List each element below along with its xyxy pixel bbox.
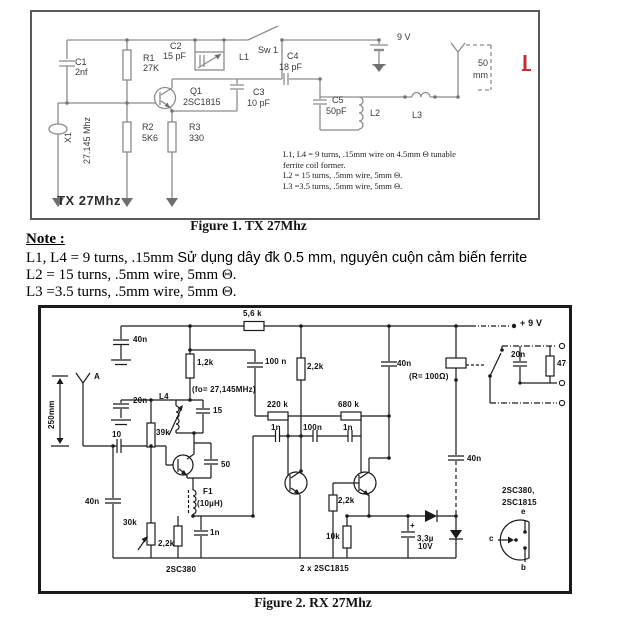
label-c-20n-b: 20n [511, 350, 526, 359]
label-transistors-2x2sc1815: 2 x 2SC1815 [300, 564, 349, 573]
label-c-40n-d: 40n [467, 454, 482, 463]
note-line-1: L1, L4 = 9 turns, .15mm Sử dụng dây đk 0… [26, 250, 527, 267]
coil-note-line: ferrite coil former. [283, 159, 346, 170]
figure1-tx-box: C1 2nf R1 27K C2 15 pF L1 Sw 1 C4 18 pF … [30, 10, 540, 220]
coil-note-line: L1, L4 = 9 turns, .15mm wire on 4.5mm Θ … [283, 149, 456, 159]
label-x1-value: 27.145 Mhz [82, 116, 92, 164]
label-r-47: 47 [557, 359, 567, 368]
note-line-2: L2 = 15 turns, .5mm wire, 5mm Θ. [26, 267, 237, 283]
label-c-1n-c: 1n [210, 528, 220, 537]
label-c3: C3 [253, 87, 265, 97]
label-c-100n-a: 100 n [265, 357, 287, 366]
note-line-1-en: L1, L4 = 9 turns, .15mm [26, 250, 178, 266]
label-battery-9v: 9 V [397, 32, 411, 42]
label-transistor-2sc380: 2SC380 [166, 565, 197, 574]
label-antenna-50: 50 [478, 58, 489, 68]
label-r2: R2 [142, 122, 154, 132]
label-c-1n-b: 1n [343, 423, 353, 432]
label-c2: C2 [170, 41, 182, 51]
label-c-100n-b: 100n [303, 423, 323, 432]
coil-note-line: L2 = 15 turns, .5mm wire, 5mm Θ. [283, 170, 403, 180]
note-block: Note : L1, L4 = 9 turns, .15mm Sử dụng d… [26, 231, 626, 300]
label-f1: F1 [203, 487, 213, 496]
label-c-3u3: 3,3µ [417, 534, 434, 543]
figure1-caption: Figure 1. TX 27Mhz [190, 218, 307, 233]
label-c5: C5 [332, 95, 344, 105]
label-r2-value: 5K6 [142, 133, 159, 143]
label-c-20n-a: 20n [133, 396, 148, 405]
label-c-50: 50 [221, 460, 231, 469]
label-r-220k: 220 k [267, 400, 289, 409]
label-f1-value: (10µH) [197, 499, 223, 508]
figure2-caption: Figure 2. RX 27Mhz [254, 595, 372, 610]
tx-coil-note: L1, L4 = 9 turns, .15mm wire on 4.5mm Θ … [283, 149, 543, 191]
label-sw1: Sw 1 [258, 45, 279, 55]
label-c-40n-c: 40n [85, 497, 100, 506]
label-r-39k: 39k [156, 428, 170, 437]
label-r3: R3 [189, 122, 201, 132]
label-c-10: 10 [112, 430, 122, 439]
figure2-rx-box: + 9 V 5,6 k 40n 1,2k 100 n 2,2k 40n (R= … [38, 305, 572, 594]
label-l2: L2 [370, 108, 381, 118]
label-c1: C1 [75, 57, 87, 67]
label-q1: Q1 [190, 86, 203, 96]
label-pinout-title-1: 2SC380, [502, 486, 535, 495]
coil-note-line: L3 =3.5 turns, .5mm wire, 5mm Θ. [283, 180, 403, 191]
note-line-3: L3 =3.5 turns, .5mm wire, 5mm Θ. [26, 284, 237, 300]
label-c-40n-b: 40n [397, 359, 412, 368]
label-r-1k2: 1,2k [197, 358, 214, 367]
label-pin-c: c [489, 534, 494, 543]
label-antenna-a: A [94, 372, 100, 381]
note-line-1-vi: Sử dụng dây đk 0.5 mm, nguyên cuộn cảm b… [177, 250, 528, 266]
label-c-15: 15 [213, 406, 223, 415]
label-c4: C4 [287, 51, 299, 61]
label-pin-e: e [521, 507, 526, 516]
label-l1: L1 [239, 52, 250, 62]
label-c2-value: 15 pF [163, 51, 187, 61]
label-r-680k: 680 k [338, 400, 360, 409]
label-c-3u3-voltage: 10V [418, 542, 433, 551]
label-r-30k: 30k [123, 518, 137, 527]
note-heading: Note : [26, 231, 65, 247]
label-c1-value: 2nf [75, 67, 88, 77]
red-annotation-mark [522, 55, 531, 71]
label-pin-b: b [521, 563, 527, 572]
tx-title: TX 27Mhz [57, 193, 121, 208]
label-c5-value: 50pF [326, 106, 347, 116]
label-supply-9v: + 9 V [520, 318, 543, 328]
rx-circuit-drawing [51, 320, 566, 562]
label-r-2k2-c: 2,2k [338, 496, 355, 505]
label-c-40n-a: 40n [133, 335, 148, 344]
label-relay-resistance: (R= 100Ω) [409, 372, 449, 381]
label-r1: R1 [143, 53, 155, 63]
label-r3-value: 330 [189, 133, 205, 143]
label-r1-value: 27K [143, 63, 160, 73]
label-r-5k6: 5,6 k [243, 309, 262, 318]
label-l3: L3 [412, 110, 423, 120]
label-fo-frequency: (fo= 27,145MHz) [192, 385, 256, 394]
label-cap-plus: + [410, 521, 415, 530]
label-r-2k2-b: 2,2k [158, 539, 175, 548]
label-q1-value: 2SC1815 [183, 97, 221, 107]
label-pinout-title-2: 2SC1815 [502, 498, 537, 507]
label-dim-250mm: 250mm [47, 400, 56, 429]
label-c4-value: 18 pF [279, 62, 303, 72]
tx-circuit-drawing [48, 25, 531, 207]
label-antenna-mm: mm [473, 70, 488, 80]
label-r-10k: 10k [326, 532, 340, 541]
label-l4: L4 [159, 392, 169, 401]
label-c-1n-a: 1n [271, 423, 281, 432]
label-c3-value: 10 pF [247, 98, 271, 108]
label-r-2k2-a: 2,2k [307, 362, 324, 371]
label-x1: X1 [63, 131, 73, 143]
